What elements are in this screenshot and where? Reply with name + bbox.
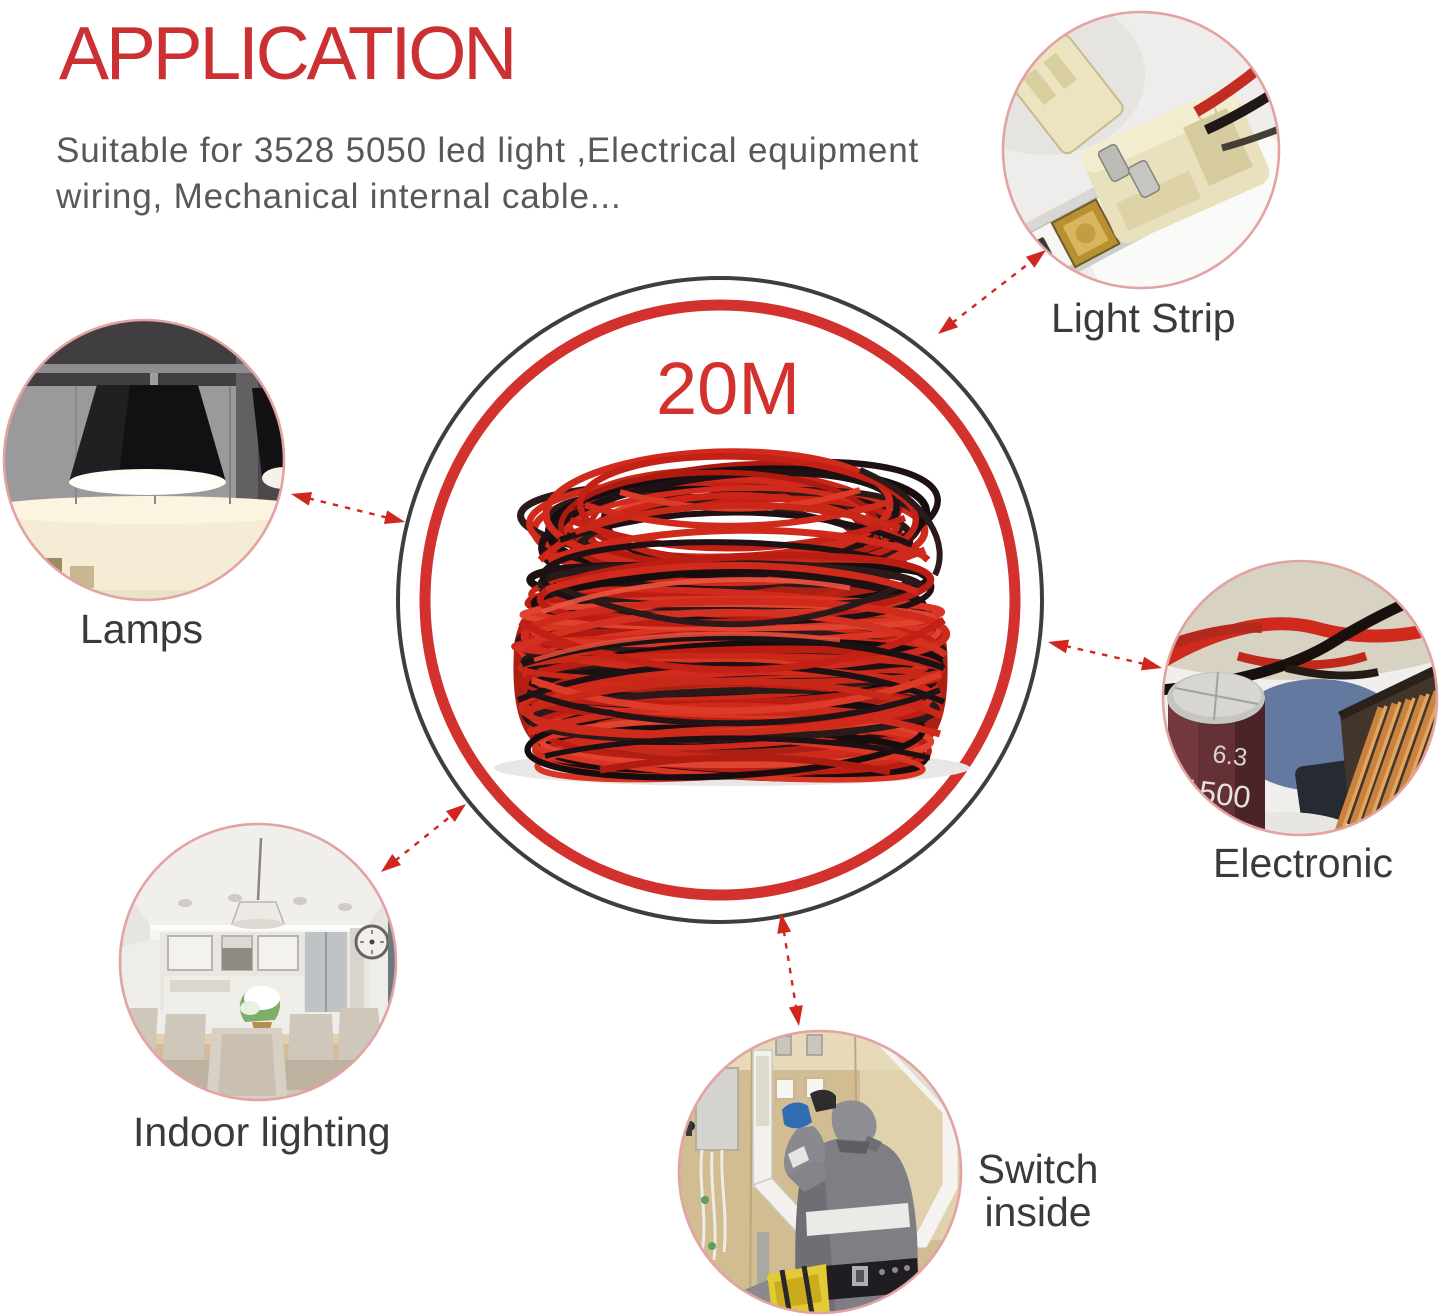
svg-text:20M: 20M [656, 347, 800, 430]
svg-text:6.3: 6.3 [1211, 740, 1249, 772]
svg-text:inside: inside [984, 1189, 1091, 1235]
svg-text:Electronic: Electronic [1213, 840, 1393, 886]
svg-text:Light Strip: Light Strip [1051, 295, 1236, 341]
svg-text:1500: 1500 [1180, 772, 1253, 815]
svg-text:Switch: Switch [978, 1146, 1099, 1192]
svg-text:Indoor lighting: Indoor lighting [133, 1109, 391, 1155]
svg-text:Lamps: Lamps [80, 606, 203, 652]
